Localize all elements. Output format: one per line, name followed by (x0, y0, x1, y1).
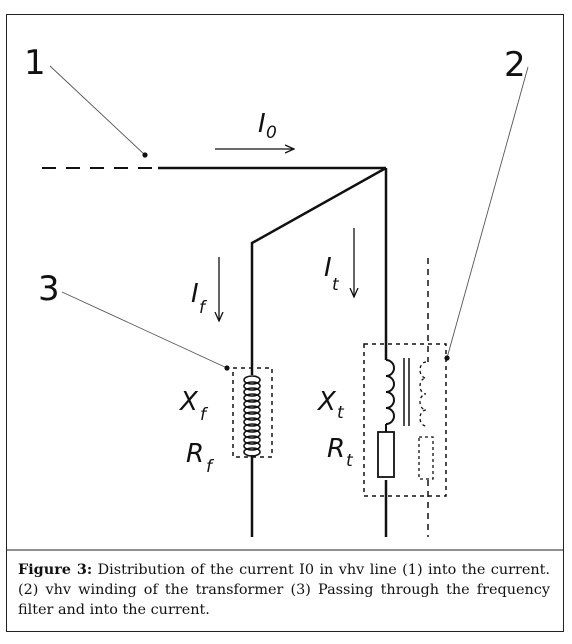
callout-3-label: 3 (38, 269, 60, 309)
i0-subscript: 0 (266, 123, 277, 143)
filter-branch-wire (250, 166, 387, 375)
caption-label: Figure 3: (18, 561, 93, 578)
it-label: I (324, 253, 332, 283)
filter-dashed-box (232, 367, 273, 458)
i0-label: I (258, 109, 266, 139)
rf-label: R (186, 439, 204, 469)
transformer-resistor (377, 431, 395, 478)
callout-3-dot (224, 365, 230, 371)
callout-2-dot (444, 355, 450, 361)
callout-1-dot (142, 152, 148, 158)
callout-1-leader (49, 65, 146, 156)
it-subscript: t (332, 275, 340, 295)
xf-subscript: f (200, 405, 209, 425)
xt-subscript: t (337, 403, 345, 423)
caption-text: Distribution of the current I0 in vhv li… (18, 562, 551, 618)
if-subscript: f (199, 298, 208, 318)
filter-coil (243, 375, 261, 457)
callout-2-leader (446, 66, 529, 359)
callout-1-label: 1 (24, 43, 46, 83)
transformer-winding (385, 359, 395, 425)
xf-label: X (178, 387, 199, 417)
if-label: I (191, 279, 199, 309)
callout-3-leader (61, 291, 228, 369)
secondary-winding-dashed (419, 361, 427, 427)
rf-subscript: f (206, 457, 215, 477)
xt-label: X (316, 387, 337, 417)
secondary-resistor-dashed (418, 436, 434, 480)
figure-caption: Figure 3: Distribution of the current I0… (18, 560, 550, 620)
transformer-dashed-box (363, 343, 447, 497)
rt-subscript: t (346, 451, 354, 471)
figure-frame (6, 14, 564, 632)
rt-label: R (327, 434, 345, 464)
callout-2-label: 2 (504, 45, 526, 85)
